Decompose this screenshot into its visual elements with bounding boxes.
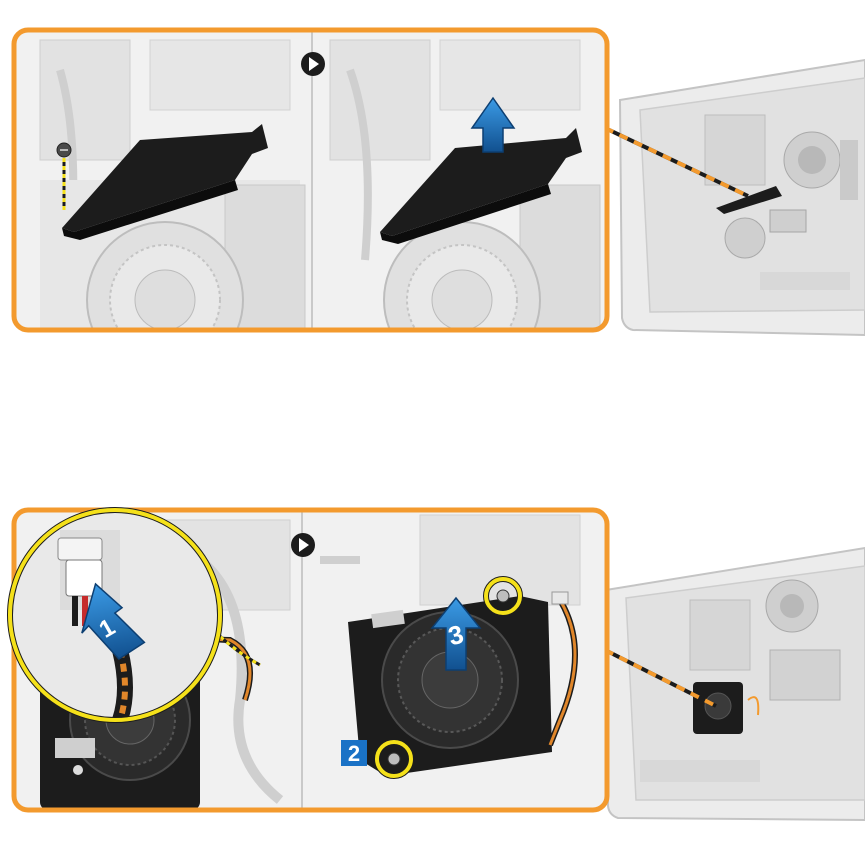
- callout-number-2: 2: [348, 741, 360, 766]
- connector-zoom: 1: [10, 510, 220, 720]
- callout-2-badge: 2: [341, 740, 367, 766]
- computer-back-overview: [620, 60, 865, 335]
- computer-back-overview-2: [606, 548, 865, 820]
- fan-cover-figure: [14, 30, 865, 378]
- system-fan-figure: 1 2 3: [10, 510, 865, 820]
- next-step-arrow-icon-2: [291, 533, 315, 557]
- next-step-arrow-icon: [301, 52, 325, 76]
- panel-screw-removal: [40, 40, 305, 378]
